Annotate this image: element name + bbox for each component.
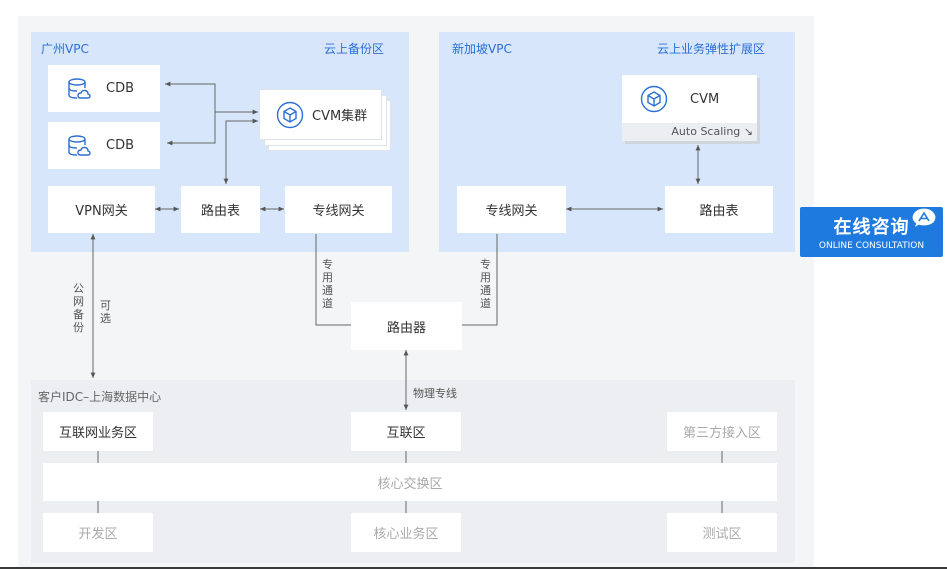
auto-scaling-label: Auto Scaling [671, 125, 741, 138]
cloud-elastic-label: 云上业务弹性扩展区 [657, 42, 766, 56]
dedicated-channel-right-label: 专用通道 [480, 258, 491, 310]
cloud-backup-label: 云上备份区 [324, 42, 385, 56]
online-consult-button[interactable]: 在线咨询 ONLINE CONSULTATION [800, 207, 943, 257]
third-party-zone[interactable]: 第三方接入区 [667, 412, 777, 451]
dedicated-gateway-sg-node[interactable]: 专线网关 [457, 186, 566, 233]
public-backup-label: 公网备份 [73, 282, 84, 334]
physical-line-label: 物理专线 [413, 387, 457, 400]
cvm-icon [276, 101, 304, 128]
chat-bubble-icon [911, 207, 937, 230]
internet-business-zone[interactable]: 互联网业务区 [43, 412, 153, 451]
consult-subtitle: ONLINE CONSULTATION [818, 241, 925, 251]
vpn-gateway-node[interactable]: VPN网关 [48, 186, 155, 233]
idc-label: 客户IDC–上海数据中心 [38, 390, 162, 404]
interconnect-zone[interactable]: 互联区 [351, 412, 461, 451]
core-business-zone[interactable]: 核心业务区 [351, 513, 461, 552]
guangzhou-vpc-label: 广州VPC [41, 42, 89, 56]
test-zone[interactable]: 测试区 [667, 513, 777, 552]
auto-scaling-bar: Auto Scaling ↘ [622, 123, 757, 141]
dev-zone[interactable]: 开发区 [43, 513, 153, 552]
cdb-node-1[interactable]: CDB [48, 65, 160, 112]
database-icon [68, 77, 91, 99]
cvm-autoscaling-node[interactable]: CVM Auto Scaling ↘ [622, 75, 757, 141]
cvm-row: CVM [622, 75, 757, 123]
resize-icon: ↘ [740, 125, 753, 138]
cdb-node-2[interactable]: CDB [48, 122, 160, 169]
singapore-vpc-label: 新加坡VPC [452, 42, 512, 56]
consult-title: 在线咨询 [833, 217, 910, 238]
optional-label: 可选 [100, 299, 111, 325]
cvm-icon [640, 85, 668, 113]
router-node[interactable]: 路由器 [351, 302, 462, 350]
database-icon [68, 134, 91, 156]
cdb-label: CDB [106, 81, 135, 96]
cvm-cluster-node[interactable]: CVM集群 [259, 89, 382, 140]
cvm-cluster-label: CVM集群 [312, 109, 368, 124]
route-table-sg-node[interactable]: 路由表 [665, 186, 773, 233]
cvm-label: CVM [690, 91, 720, 107]
core-switch-zone[interactable]: 核心交换区 [43, 463, 777, 501]
dedicated-gateway-gz-node[interactable]: 专线网关 [285, 186, 392, 233]
bottom-divider [0, 567, 947, 569]
dedicated-channel-left-label: 专用通道 [322, 258, 333, 310]
cdb-label: CDB [106, 138, 135, 153]
route-table-gz-node[interactable]: 路由表 [181, 186, 260, 233]
